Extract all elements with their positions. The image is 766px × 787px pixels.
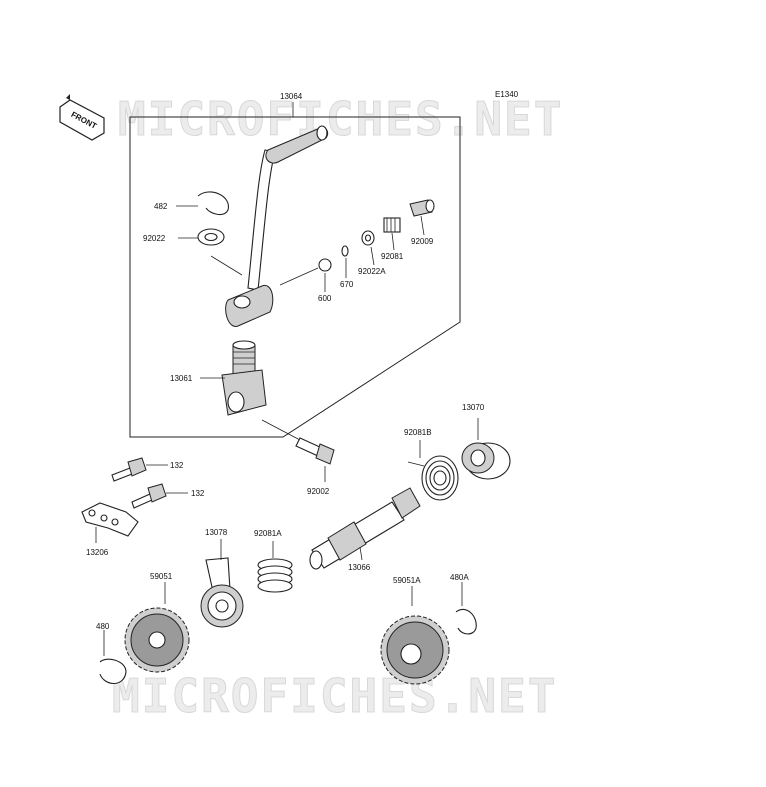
collar-13070 <box>461 442 511 480</box>
label-92002: 92002 <box>307 487 330 496</box>
kick-shaft-lever <box>221 340 267 416</box>
spring-92081b <box>407 455 459 501</box>
bolt-132-lower <box>131 483 167 509</box>
watermark-top: MICROFICHES.NET <box>118 92 563 146</box>
idle-gear-59051a <box>380 615 450 685</box>
label-600: 600 <box>318 294 332 303</box>
bolt-132-upper <box>111 457 147 482</box>
assembly-outline <box>129 116 461 438</box>
spring-92081 <box>383 217 401 233</box>
bolt-92002 <box>295 437 335 465</box>
label-92081a: 92081A <box>254 529 282 538</box>
label-92081b: 92081B <box>404 428 432 437</box>
label-13078: 13078 <box>205 528 228 537</box>
kick-pedal-lever <box>225 125 329 327</box>
label-13064: 13064 <box>280 92 303 101</box>
diagram-code: E1340 <box>495 90 519 99</box>
kick-gear-59051 <box>124 607 190 673</box>
label-92081: 92081 <box>381 252 404 261</box>
label-59051a: 59051A <box>393 576 421 585</box>
label-480: 480 <box>96 622 110 631</box>
label-92022a: 92022A <box>358 267 386 276</box>
ratchet-gear <box>200 557 244 628</box>
label-13061: 13061 <box>170 374 193 383</box>
label-13206: 13206 <box>86 548 109 557</box>
label-92009: 92009 <box>411 237 434 246</box>
label-59051: 59051 <box>150 572 173 581</box>
watermark-bottom: MICROFICHES.NET <box>112 669 557 723</box>
label-480a: 480A <box>450 573 469 582</box>
guide-plate <box>81 502 139 537</box>
label-13070: 13070 <box>462 403 485 412</box>
label-92022: 92022 <box>143 234 166 243</box>
label-132-upper: 132 <box>170 461 184 470</box>
kick-shaft <box>309 487 421 570</box>
label-13066: 13066 <box>348 563 371 572</box>
front-arrow-icon: FRONT <box>59 94 105 141</box>
label-670: 670 <box>340 280 354 289</box>
label-482: 482 <box>154 202 168 211</box>
label-132-lower: 132 <box>191 489 205 498</box>
spring-92081a <box>257 558 293 593</box>
